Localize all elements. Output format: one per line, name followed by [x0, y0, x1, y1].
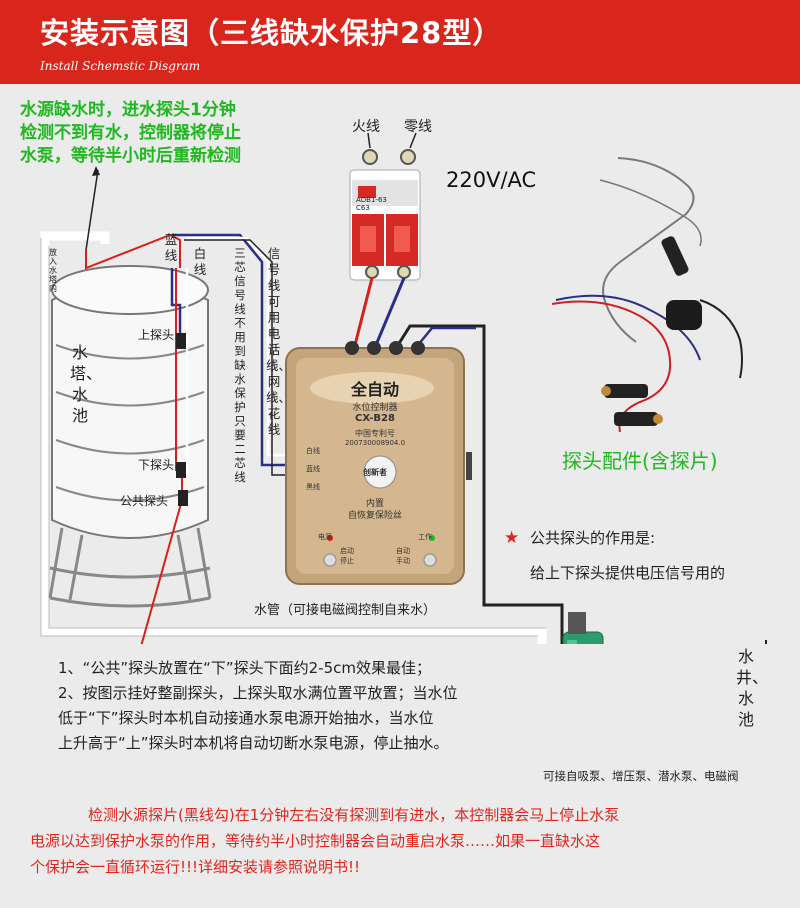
footer-line: 电源以达到保护水泵的作用，等待约半小时控制器会自动重启水泵……如果一直缺水这	[30, 832, 601, 850]
instructions: 1、“公共”探头放置在“下”探头下面约2-5cm效果最佳； 2、按图示挂好整副探…	[58, 656, 458, 756]
breaker-rating: C63	[356, 204, 370, 212]
led-work-label: 工作	[418, 533, 432, 541]
note-line: 水泵，等待半小时后重新检测	[20, 146, 241, 166]
lower-probe-icon	[176, 462, 186, 478]
circuit-breaker	[349, 149, 421, 281]
controller-logo: 创新者	[363, 468, 387, 477]
common-probe-note-desc: 给上下探头提供电压信号用的	[530, 564, 726, 582]
water-tank	[48, 265, 212, 608]
controller-model: CX-B28	[355, 413, 395, 424]
btn-start-label: 启动	[340, 547, 354, 555]
neutral-wire-label: 零线	[404, 119, 432, 135]
live-wire-label: 火线	[352, 119, 380, 135]
header-banner	[0, 0, 800, 84]
upper-probe-label: 上探头	[138, 328, 175, 342]
controller-feature-2: 自恢复保险丝	[347, 511, 402, 521]
pipe-label: 水管（可接电磁阀控制自来水）	[254, 603, 437, 618]
led-power-label: 电源	[318, 533, 332, 541]
btn-auto-label: 自动	[396, 547, 410, 555]
port-black-label: 黑线	[306, 483, 320, 491]
tank-label: 水塔、水池	[70, 343, 103, 425]
controller-name: 水位控制器	[352, 403, 398, 413]
page-title: 安装示意图（三线缺水保护28型）	[40, 16, 503, 50]
controller-brand: 全自动	[350, 380, 399, 399]
instruction-line: 低于“下”探头时本机自动接通水泵电源开始抽水，当水位	[58, 709, 434, 727]
note-line: 检测不到有水，控制器将停止	[20, 123, 241, 143]
upper-probe-icon	[176, 333, 186, 349]
well-label: 水井、水池	[736, 647, 769, 729]
pump-types-note: 可接自吸泵、增压泵、潜水泵、电磁阀	[543, 769, 739, 783]
breaker-model: ADB1-63	[356, 196, 387, 204]
installation-diagram	[40, 132, 767, 644]
controller-patent-no: 200730008904.0	[344, 439, 406, 447]
voltage-label: 220V/AC	[446, 168, 537, 192]
controller-feature-1: 内置	[365, 499, 384, 509]
instruction-line: 上升高于“上”探头时本机将自动切断水泵电源，停止抽水。	[58, 734, 449, 752]
footer-line: 个保护会一直循环运行!!!详细安装请参照说明书!!	[30, 858, 361, 876]
page-subtitle: Install Schemstic Disgram	[40, 59, 201, 73]
instruction-line: 1、“公共”探头放置在“下”探头下面约2-5cm效果最佳；	[58, 659, 431, 677]
footer-note: 检测水源探片(黑线勾)在1分钟左右没有探测到有进水，本控制器会马上停止水泵 电源…	[30, 802, 790, 880]
tank-inlet-label: 放入水塔内	[49, 248, 57, 293]
footer-line: 检测水源探片(黑线勾)在1分钟左右没有探测到有进水，本控制器会马上停止水泵	[88, 806, 620, 824]
controller-body	[285, 341, 472, 585]
btn-stop-label: 停止	[340, 557, 354, 565]
common-probe-note-title: 公共探头的作用是:	[530, 529, 656, 547]
btn-manual-label: 手动	[396, 557, 410, 565]
instruction-line: 2、按图示挂好整副探头，上探头取水满位置平放置；当水位	[58, 684, 458, 702]
common-probe-label: 公共探头	[120, 494, 169, 508]
submersible-pump	[562, 612, 604, 644]
controller-patent: 中国专利号	[355, 429, 395, 438]
probe-accessories-image	[551, 157, 743, 433]
note-water-shortage: 水源缺水时，进水探头1分钟 检测不到有水，控制器将停止 水泵，等待半小时后重新检…	[20, 99, 241, 168]
three-core-note: 三芯信号线不用到缺水保护只要二芯线	[234, 246, 246, 484]
pipe-top-segment	[40, 231, 110, 244]
port-blue-label: 蓝线	[306, 465, 320, 473]
lower-probe-label: 下探头	[138, 458, 175, 472]
probe-accessories-label: 探头配件(含探片)	[562, 449, 718, 473]
white-wire-label: 白线	[193, 246, 207, 277]
signal-wire-note: 信号线可用电话线、网线、花线	[266, 246, 292, 437]
blue-wire-label: 蓝线	[164, 232, 178, 263]
common-probe-icon	[178, 490, 188, 506]
star-icon: ★	[504, 528, 520, 548]
note-line: 水源缺水时，进水探头1分钟	[20, 100, 236, 120]
water-pipe	[40, 242, 547, 644]
port-white-label: 白线	[306, 447, 320, 455]
